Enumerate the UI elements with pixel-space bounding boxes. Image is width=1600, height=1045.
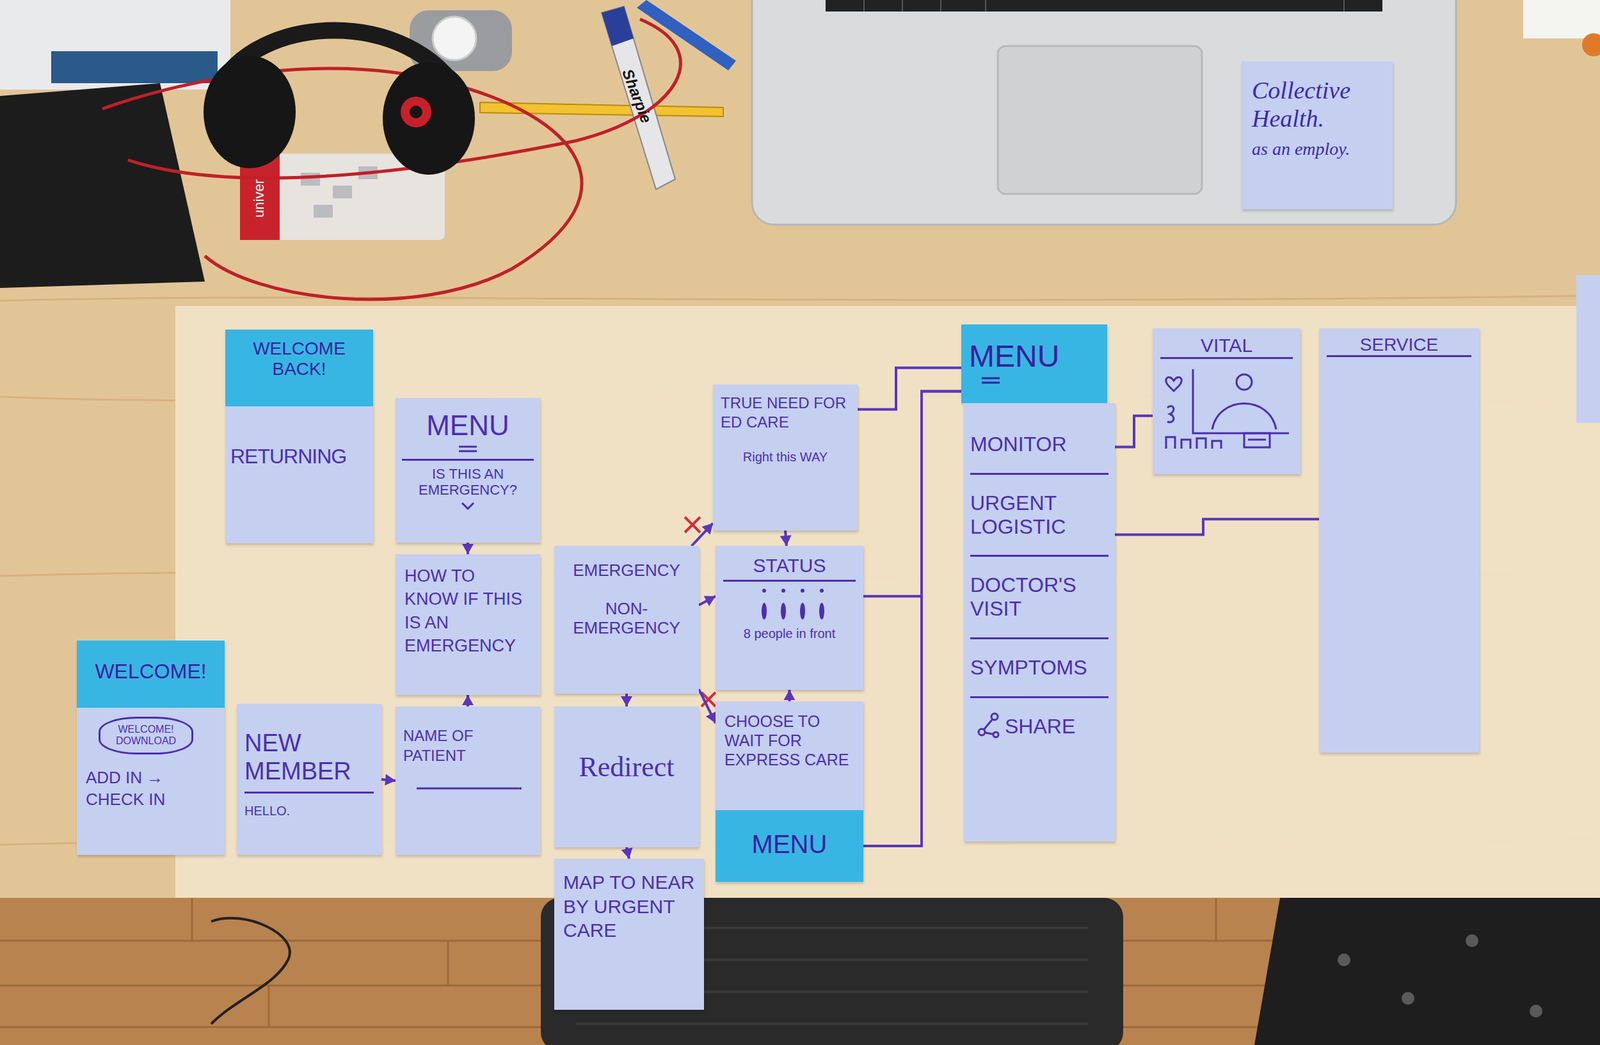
arrow-head <box>780 535 792 546</box>
triage-choice-note: EMERGENCY NON- EMERGENCY <box>554 545 699 694</box>
arrow-head <box>462 544 474 555</box>
arrow-head <box>704 595 716 607</box>
flow-connector <box>857 368 962 410</box>
menu-mark <box>455 443 481 456</box>
share-icon <box>975 710 1001 739</box>
service-screen-note: SERVICE <box>1319 328 1480 753</box>
note-text: STATUS <box>723 554 856 582</box>
badge-text: univer <box>250 169 268 228</box>
blue-folder <box>51 51 218 84</box>
arrow-head <box>784 689 796 701</box>
redirect-note: Redirect <box>554 706 699 848</box>
note-text: MAP TO NEAR BY URGENT CARE <box>563 870 696 943</box>
red-cable <box>102 19 681 300</box>
note-text: MENU <box>401 409 534 443</box>
arrow-head <box>620 696 633 707</box>
speech-bubble: WELCOME! DOWNLOAD <box>98 716 194 755</box>
main-menu-list: MONITORURGENT LOGISTICDOCTOR'S VISITSYMP… <box>963 403 1115 842</box>
note-text: MENU <box>968 338 1100 374</box>
menu-item: SYMPTOMS <box>970 639 1109 699</box>
urgent-care-map-note: MAP TO NEAR BY URGENT CARE <box>554 858 704 1010</box>
employer-sticky-note: Collective Health. as an employ. <box>1241 61 1393 210</box>
welcome-back-header: WELCOME BACK! <box>225 329 374 407</box>
vitals-sketch <box>1160 362 1293 453</box>
note-text: MENU <box>721 829 857 859</box>
note-text: CHOOSE TO WAIT FOR EXPRESS CARE <box>724 711 855 770</box>
flow-connector <box>863 391 962 597</box>
menu-item: DOCTOR'S VISIT <box>970 556 1109 640</box>
note-text: WELCOME BACK! <box>231 338 367 380</box>
menu-header: MENU <box>961 324 1108 404</box>
menu-item: MONITOR <box>970 416 1109 475</box>
trackpad <box>997 46 1202 194</box>
pencil <box>480 102 724 117</box>
blue-pen <box>636 0 736 71</box>
note-text: as an employ. <box>1251 138 1383 160</box>
express-care-note: CHOOSE TO WAIT FOR EXPRESS CARE <box>715 701 864 811</box>
note-text: HELLO. <box>244 803 374 819</box>
note-text: Redirect <box>559 751 694 784</box>
arrow-head <box>701 523 713 536</box>
black-cloth <box>0 83 205 288</box>
arrow-head <box>462 695 474 706</box>
note-text: WELCOME! <box>83 659 219 684</box>
note-text: ADD IN → CHECK IN <box>85 767 216 811</box>
note-text: 8 people in front <box>723 626 856 642</box>
paper-roll <box>1523 0 1600 39</box>
arrow-head <box>705 711 717 724</box>
laptop <box>752 0 1456 225</box>
note-text: Collective Health. <box>1251 76 1383 133</box>
paper-sheet <box>175 305 1600 898</box>
menu-mark <box>977 375 1004 387</box>
tape-roll <box>432 16 477 61</box>
vital-screen-note: VITAL <box>1152 328 1301 475</box>
flow-connector <box>691 523 713 546</box>
note-text: Right this WAY <box>720 449 850 465</box>
flow-connector <box>863 391 962 847</box>
note-text: VITAL <box>1160 334 1293 360</box>
returning-screen-note: RETURNING <box>225 406 374 544</box>
welcome-screen-note: WELCOME! DOWNLOAD ADD IN → CHECK IN <box>76 707 225 856</box>
note-text: EMERGENCY <box>561 561 692 581</box>
headphones <box>203 30 475 176</box>
note-text: NEW MEMBER <box>244 729 374 794</box>
menu-footer-tab: MENU <box>715 810 864 882</box>
menu-item: URGENT LOGISTIC <box>970 474 1109 558</box>
queue-dots <box>738 585 841 627</box>
status-note: STATUS 8 people in front <box>715 545 864 690</box>
note-text: HOW TO KNOW IF THIS IS AN EMERGENCY <box>404 564 532 658</box>
welcome-header: WELCOME! <box>76 640 225 708</box>
backpack-pattern <box>1337 934 1543 1018</box>
orange-object <box>1582 33 1600 57</box>
keyboard-row <box>825 0 1383 12</box>
edge-sticky-note <box>1576 275 1600 424</box>
flow-connector <box>1114 519 1320 535</box>
note-text: SERVICE <box>1326 334 1472 358</box>
menu-item: SHARE <box>1000 698 1076 739</box>
arrow-head <box>384 774 396 786</box>
floor-cable <box>211 918 290 1024</box>
blank-field-line <box>410 775 526 795</box>
menu-screen-note: MENU IS THIS AN EMERGENCY? <box>395 398 541 543</box>
note-text: IS THIS AN EMERGENCY? <box>401 458 534 499</box>
note-text: RETURNING <box>230 444 368 469</box>
patient-name-note: NAME OF PATIENT <box>395 706 541 856</box>
ed-care-note: TRUE NEED FOR ED CARE Right this WAY <box>712 384 858 531</box>
paper-stack <box>0 0 231 90</box>
note-text: TRUE NEED FOR ED CARE <box>720 393 850 432</box>
note-text: NON- EMERGENCY <box>561 599 692 639</box>
backpack <box>1254 897 1600 1045</box>
emergency-info-note: HOW TO KNOW IF THIS IS AN EMERGENCY <box>395 554 541 696</box>
flow-connector <box>1114 416 1153 448</box>
note-text: NAME OF PATIENT <box>403 725 533 766</box>
sharpie-cap <box>601 6 634 47</box>
keyboard-key-gaps <box>864 0 1344 12</box>
chevron-mark <box>458 500 478 512</box>
new-member-note: NEW MEMBER HELLO. <box>236 704 382 856</box>
arrow-head <box>621 847 633 859</box>
